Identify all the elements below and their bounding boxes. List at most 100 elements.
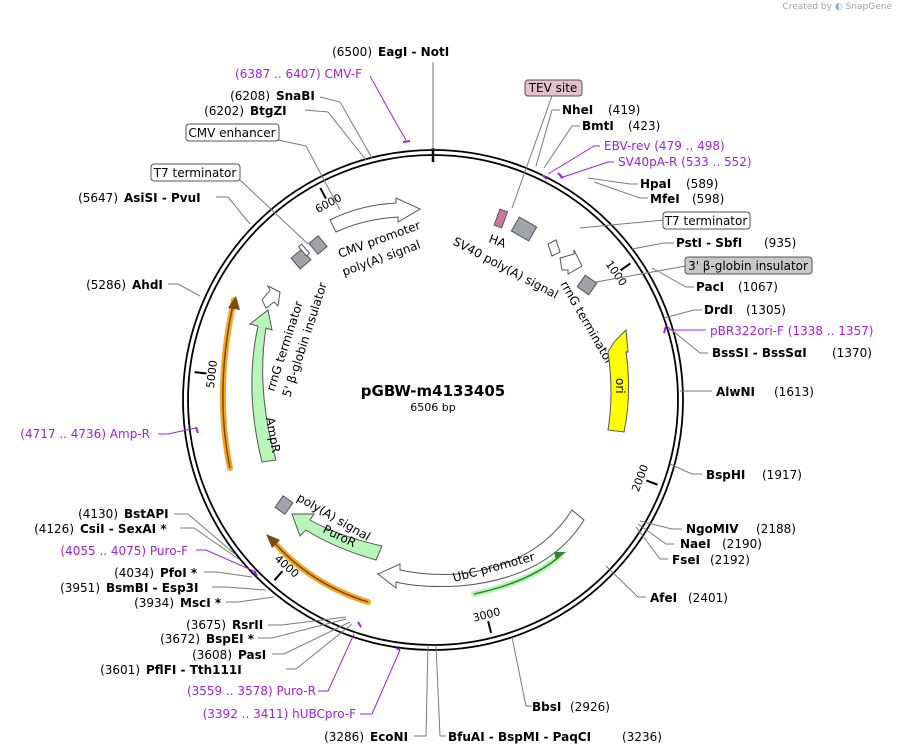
site-btgzi-names: BtgZI [250,104,287,118]
ring-tick-6000 [319,187,327,200]
ring-tick-2000 [645,479,658,486]
ring-tick-1000 [619,262,631,272]
ampr-orange-line [222,299,235,469]
puror-arrow [291,513,383,561]
site-csii-pos: (4126) [34,522,74,536]
site-pfoi-pos: (4034) [114,566,154,580]
cmv-enhancer-label: CMV enhancer [188,126,275,140]
puror-orange-line [271,539,369,603]
site-rsrii-names: RsrII [232,618,263,632]
site-snabi-pos: (6208) [230,89,270,103]
site-alwni-pos: (1613) [774,385,814,399]
primer-sv40par-label: SV40pA-R (533 .. 552) [618,155,752,169]
site-afei-pos: (2401) [688,591,728,605]
site-mfei-names: MfeI [650,192,680,206]
globin-3-box [576,274,598,296]
site-bstapi-pos: (4130) [78,507,118,521]
hubc-green-head [554,552,566,560]
site-hpai-pos: (589) [686,177,718,191]
site-labels: (6500) EagI - NotI (6208) SnaBI (6202) B… [34,45,872,744]
site-bspei-pos: (3672) [160,632,200,646]
small-feature-box [297,243,311,257]
globin3-box-label-bg [684,256,813,275]
ring-tick-3000 [487,620,493,634]
ha-label: HA [487,232,509,251]
site-bfuai-pos: (3236) [622,730,662,744]
ubc-promoter-arrow [377,509,585,590]
site-asisi-names: AsiSI - PvuI [124,191,201,205]
ori-label: ori [613,378,627,394]
site-nhei-pos: (419) [608,103,640,117]
site-asisi-pos: (5647) [78,191,118,205]
ori-arrow [607,328,630,433]
site-snabi-names: SnaBI [276,89,315,103]
site-msci-names: MscI * [180,596,222,610]
site-bfuai-names: BfuAI - BspMI - PaqCI [448,730,591,744]
t7-terminator-box-left [308,235,328,255]
snapgene-logo-icon: ◐ [834,2,843,12]
polya-bottom-box [274,495,294,515]
snapgene-credit: Created by ◐ SnapGene [782,2,892,12]
site-bsphi-pos: (1917) [762,468,802,482]
site-drdi-pos: (1305) [746,303,786,317]
site-psti-pos: (935) [764,236,796,250]
t7-right-box-label-bg [662,211,751,230]
site-nhei-names: NheI [562,103,593,117]
site-paci-pos: (1067) [738,280,778,294]
site-leader-lines [168,62,712,737]
site-bsmbi-pos: (3951) [60,581,100,595]
site-fsei-names: FseI [672,553,700,567]
site-fsei-pos: (2192) [710,553,750,567]
primer-hubc-label: (3392 .. 3411) hUBCpro-F [203,707,356,721]
cmv-promoter-arrow [329,197,422,233]
site-naei-names: NaeI [680,537,711,551]
site-ahdi-names: AhdI [132,278,163,292]
t7-left-label: T7 terminator [153,166,237,180]
site-econi-names: EcoNI [370,730,408,744]
site-bmti-names: BmtI [582,119,614,133]
site-drdi-names: DrdI [704,303,733,317]
site-pasi-pos: (3608) [192,648,232,662]
site-bspei-names: BspEI * [206,632,255,646]
ring-tick-label-3000: 3000 [471,605,501,624]
site-bbsi-pos: (2926) [570,700,610,714]
ha-tag-box [510,216,538,242]
boxed-labels: TEV site CMV enhancer T7 terminator T7 t… [150,79,813,283]
puror-orange-head [266,534,280,548]
primer-ebvrev-label: EBV-rev (479 .. 498) [604,139,725,153]
site-bbsi-names: BbsI [532,700,561,714]
site-ahdi-pos: (5286) [86,278,126,292]
ampr-green-arrow [248,309,277,463]
primer-cmvf-label: (6387 .. 6407) CMV-F [235,67,362,81]
site-bsmbi-names: BsmBI - Esp3I [106,581,198,595]
site-pasi-names: PasI [238,648,266,662]
ring-tick-label-6000: 6000 [313,191,344,216]
primer-pbr322-label: pBR322ori-F (1338 .. 1357) [710,324,873,338]
globin3-label: 3' β-globin insulator [688,259,808,273]
site-bstapi-names: BstAPI [124,507,169,521]
ring-tick-label-2000: 2000 [629,463,651,494]
small-arrow-1 [547,239,561,257]
ring-tick-label-1000: 1000 [603,258,630,288]
primer-binding-marks [195,140,667,651]
plasmid-size: 6506 bp [410,401,455,414]
site-pfoi-names: PfoI * [160,566,198,580]
plasmid-name: pGBW-m4133405 [361,382,505,400]
cmv-enhancer-box-label-bg [185,123,280,142]
primer-purof-label: (4055 .. 4075) Puro-F [60,544,188,558]
site-btgzi-pos: (6202) [204,104,244,118]
tev-site-box [493,208,509,229]
ampr-orange-head [228,296,240,310]
t7-right-label: T7 terminator [664,214,748,228]
primer-puror-label: (3559 .. 3578) Puro-R [187,684,316,698]
site-eagi-pos: (6500) [332,45,372,59]
site-bsssi-pos: (1370) [832,346,872,360]
site-bmti-pos: (423) [628,119,660,133]
site-bsphi-names: BspHI [706,468,745,482]
rrng-left-arrow [261,284,281,309]
site-msci-pos: (3934) [134,596,174,610]
site-alwni-names: AlwNI [716,385,755,399]
site-paci-names: PacI [696,280,724,294]
t7-left-box-label-bg [150,163,241,182]
site-rsrii-pos: (3675) [186,618,226,632]
